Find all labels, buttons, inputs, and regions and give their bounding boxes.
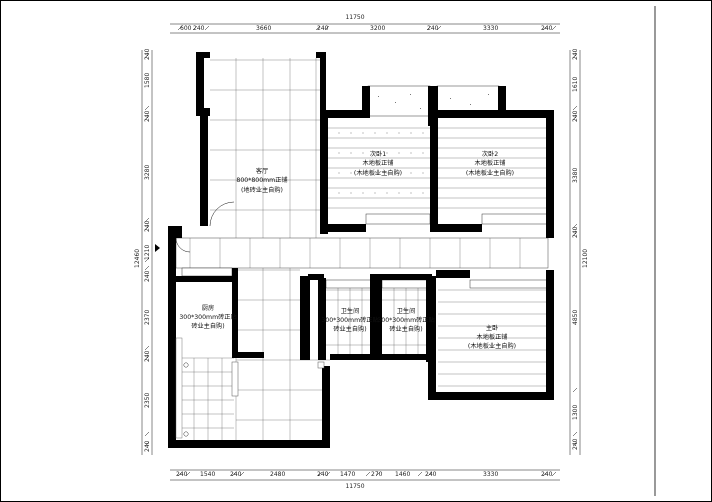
svg-text:卫生间: 卫生间 xyxy=(341,307,360,315)
bottom-dim: 240 xyxy=(176,471,188,478)
svg-text:厨房: 厨房 xyxy=(202,304,214,312)
bottom-dim: 1460 xyxy=(395,471,410,478)
left-dim: 240 xyxy=(144,48,151,60)
svg-text:木地板正铺: 木地板正铺 xyxy=(475,159,506,167)
svg-text:主卧: 主卧 xyxy=(486,324,498,332)
left-dim: 1210 xyxy=(144,245,151,260)
corridor-band xyxy=(175,237,549,269)
door-swings xyxy=(175,201,325,439)
bottom-dim: 240 xyxy=(230,471,242,478)
room-label-bath1: 卫生间 300*300mm砖正贴 砖业主自购) xyxy=(321,307,378,333)
left-dim: 1580 xyxy=(144,73,151,88)
svg-text:800*800mm正铺: 800*800mm正铺 xyxy=(236,176,287,184)
total-height-left: 12460 xyxy=(134,249,141,268)
bottom-dim: 270 xyxy=(371,471,383,478)
bottom-dim: 240 xyxy=(317,471,329,478)
right-dim: 240 xyxy=(572,226,579,238)
bottom-dim: 2480 xyxy=(270,471,285,478)
bath-tiles xyxy=(326,280,428,360)
walls xyxy=(168,52,554,448)
room-label-kitchen: 厨房 300*300mm砖正贴 砖业主自购) xyxy=(179,304,236,330)
top-dim: 600 xyxy=(180,25,192,32)
right-dim: 240 xyxy=(572,110,579,122)
right-dim: 240 xyxy=(572,438,579,450)
bottom-dim: 240 xyxy=(425,471,437,478)
top-dim: 3660 xyxy=(256,25,271,32)
right-dim: 3380 xyxy=(572,168,579,183)
dimension-lines xyxy=(141,23,581,481)
svg-text:木地板正铺: 木地板正铺 xyxy=(477,333,508,341)
svg-text:木地板正铺: 木地板正铺 xyxy=(363,159,394,167)
svg-text:砖业主自购): 砖业主自购) xyxy=(389,325,422,333)
svg-text:砖业主自购): 砖业主自购) xyxy=(191,322,224,330)
right-dim: 240 xyxy=(572,48,579,60)
svg-text:砖业主自购): 砖业主自购) xyxy=(333,325,366,333)
svg-text:卫生间: 卫生间 xyxy=(397,307,416,315)
right-dim: 1610 xyxy=(572,77,579,92)
svg-text:(地砖业主自购): (地砖业主自购) xyxy=(241,186,283,194)
left-dim: 240 xyxy=(144,220,151,232)
left-dim: 240 xyxy=(144,350,151,362)
left-dim: 2370 xyxy=(144,310,151,325)
svg-text:300*300mm砖正贴: 300*300mm砖正贴 xyxy=(377,316,434,324)
room-label-living: 客厅 800*800mm正铺 (地砖业主自购) xyxy=(236,167,287,194)
right-dim: 4850 xyxy=(572,310,579,325)
top-dim: 3330 xyxy=(483,25,498,32)
top-dim: 3200 xyxy=(370,25,385,32)
left-dim: 240 xyxy=(144,440,151,452)
top-dim: 240 xyxy=(317,25,329,32)
room-label-bedroom2: 次卧2 木地板正铺 (木地板业主自购) xyxy=(466,150,514,177)
total-width-bottom: 11750 xyxy=(345,483,364,490)
svg-text:次卧2: 次卧2 xyxy=(482,150,498,158)
svg-text:次卧1: 次卧1 xyxy=(370,150,386,158)
left-dim: 2350 xyxy=(144,393,151,408)
room-label-master: 主卧 木地板正铺 (木地板业主自购) xyxy=(468,324,516,350)
bottom-dim: 240 xyxy=(541,471,553,478)
top-dim: 240 xyxy=(427,25,439,32)
svg-text:客厅: 客厅 xyxy=(256,167,268,175)
bedroom1-floorboards xyxy=(326,127,430,209)
section-arrow-icon xyxy=(155,244,160,252)
top-dim: 240 xyxy=(193,25,205,32)
left-dim: 240 xyxy=(144,270,151,282)
svg-text:300*300mm砖正贴: 300*300mm砖正贴 xyxy=(321,316,378,324)
bedroom2-floorboards xyxy=(438,127,548,209)
right-dim: 1300 xyxy=(572,405,579,420)
left-dim: 240 xyxy=(144,110,151,122)
left-dim: 3280 xyxy=(144,165,151,180)
room-label-bedroom1: 次卧1 木地板正铺 (木地板业主自购) xyxy=(354,150,402,177)
svg-text:300*300mm砖正贴: 300*300mm砖正贴 xyxy=(179,313,236,321)
total-height-right: 12100 xyxy=(582,249,589,268)
bottom-dim: 1540 xyxy=(200,471,215,478)
svg-text:(木地板业主自购): (木地板业主自购) xyxy=(468,342,516,350)
svg-text:(木地板业主自购): (木地板业主自购) xyxy=(466,169,514,177)
total-width-top: 11750 xyxy=(345,14,364,21)
master-bedroom-floorboards xyxy=(438,289,548,387)
top-dim: 240 xyxy=(541,25,553,32)
svg-text:(木地板业主自购): (木地板业主自购) xyxy=(354,169,402,177)
bottom-dim: 1470 xyxy=(340,471,355,478)
bottom-dim: 3330 xyxy=(483,471,498,478)
room-label-bath2: 卫生间 300*300mm砖正贴 砖业主自购) xyxy=(377,307,434,333)
